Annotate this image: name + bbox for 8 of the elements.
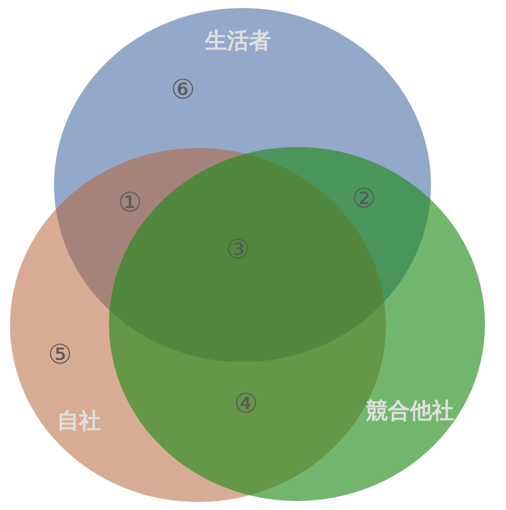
region-number: ① [118, 190, 142, 216]
region-number: ⑥ [170, 76, 196, 104]
region-number: ⑤ [48, 342, 72, 368]
set-label: 生活者 [205, 31, 271, 53]
region-number: ④ [234, 390, 258, 418]
region-number: ② [352, 186, 376, 212]
set-label: 競合他社 [366, 401, 454, 423]
set-label: 自社 [57, 411, 101, 433]
